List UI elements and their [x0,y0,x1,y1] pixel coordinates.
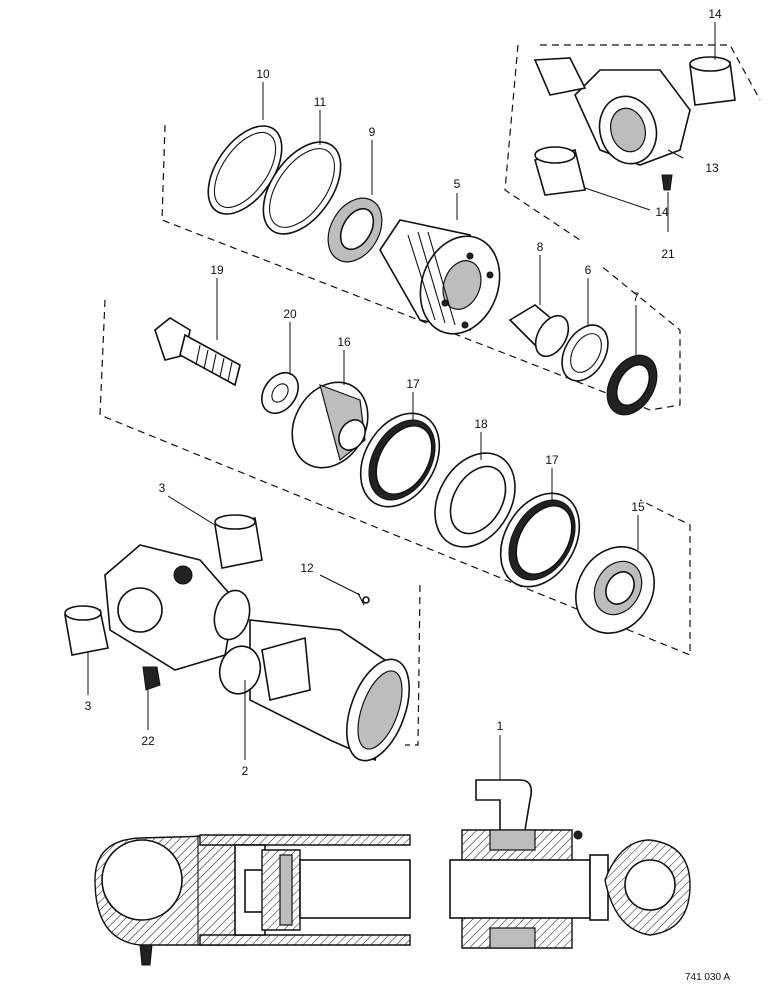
callout-21: 21 [661,247,675,261]
callout-15: 15 [631,500,645,514]
callout-10: 10 [256,67,270,81]
part-14-bushing-lower[interactable] [534,146,586,196]
callout-19: 19 [210,263,224,277]
part-11-backup-ring[interactable] [248,128,357,248]
part-3-bushing-lower[interactable] [64,605,109,656]
callout-14-top: 14 [708,7,722,21]
part-15-piston-nut[interactable] [560,533,669,648]
part-3-bushing-upper[interactable] [214,514,263,569]
part-9-wiper-ring[interactable] [317,189,393,272]
group-outline-rod-eye [504,44,761,241]
assembled-cylinder-section [94,779,691,966]
callout-14-lower: 14 [655,205,669,219]
part-7-seal[interactable] [597,346,667,423]
part-12-pin[interactable] [357,592,370,606]
callout-20: 20 [283,307,297,321]
callout-9: 9 [369,125,376,139]
group-outline-piston [99,299,691,656]
callout-7: 7 [633,290,640,304]
part-19-bolt[interactable] [154,317,241,387]
callout-3-upper: 3 [159,481,166,495]
part-22-grease-nipple[interactable] [142,666,161,691]
part-14-bushing-top[interactable] [689,56,736,106]
part-6-seal[interactable] [553,317,618,389]
callout-17-lower: 17 [545,453,559,467]
callout-13: 13 [705,161,719,175]
reference-code: 741 030 A [685,972,730,983]
part-13-rod-eye[interactable] [533,57,691,170]
part-18-guide-ring[interactable] [419,439,531,562]
callout-11: 11 [314,95,327,109]
callout-22: 22 [141,734,155,748]
callout-18: 18 [474,417,488,431]
part-17-piston-ring-lower[interactable] [485,479,596,601]
leader-lines [87,22,716,780]
callout-6: 6 [585,263,592,277]
callout-17-upper: 17 [406,377,420,391]
callout-8: 8 [537,240,544,254]
part-5-cylinder-head[interactable] [379,219,513,345]
callout-5: 5 [454,177,461,191]
part-16-piston[interactable] [277,369,383,482]
part-20-washer[interactable] [254,366,305,420]
callout-3-lower: 3 [85,699,92,713]
part-17-piston-ring-upper[interactable] [345,399,456,521]
part-2-cylinder-barrel[interactable] [104,544,421,769]
part-21-grease-nipple[interactable] [661,174,673,191]
part-8-bushing[interactable] [508,304,575,362]
callout-1: 1 [497,719,504,733]
group-outline-barrel [405,584,421,746]
callout-16: 16 [337,335,351,349]
callout-12: 12 [300,561,314,575]
callout-2: 2 [242,764,249,778]
